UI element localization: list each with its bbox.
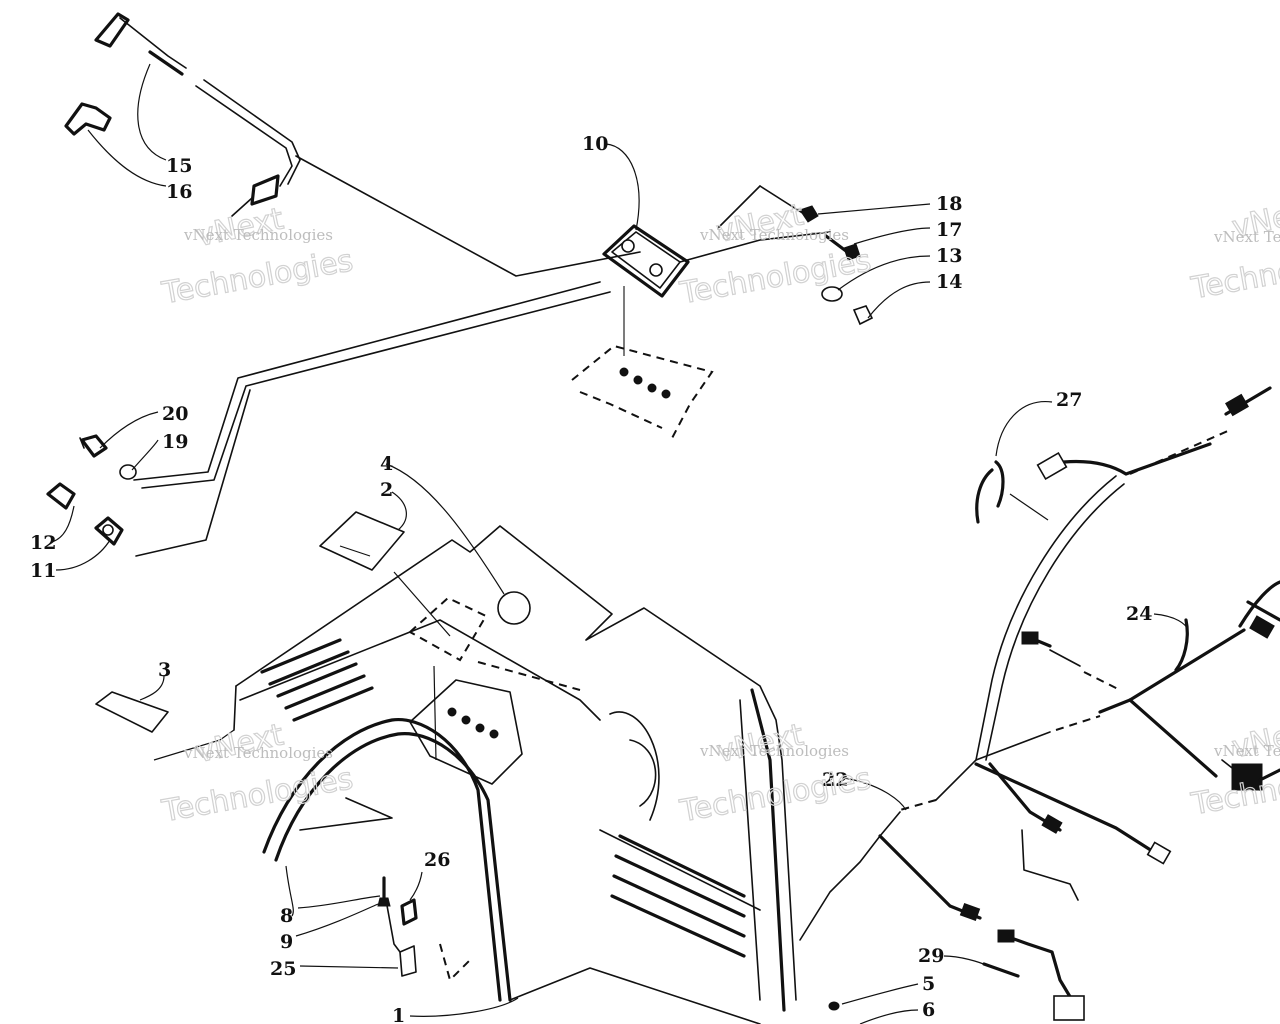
callout-1: 1 <box>392 1005 405 1024</box>
switch-group <box>46 411 159 571</box>
clip-26 <box>400 898 418 926</box>
svg-text:Technologies: Technologies <box>1188 238 1280 306</box>
callout-20: 20 <box>162 403 188 425</box>
callout-9: 9 <box>280 931 293 953</box>
callout-11: 11 <box>30 560 56 582</box>
callout-26: 26 <box>424 849 450 871</box>
svg-text:vNext Technologies: vNext Technologies <box>699 226 849 244</box>
hardware-group <box>717 185 931 326</box>
callout-3: 3 <box>158 659 171 681</box>
callout-numbers: 15 16 10 18 17 13 14 20 19 12 11 4 2 3 2… <box>30 133 1152 1024</box>
callout-14: 14 <box>936 271 962 293</box>
fastener-5 <box>828 1001 840 1011</box>
callout-6: 6 <box>922 999 935 1021</box>
callout-19: 19 <box>162 431 188 453</box>
svg-text:vNext Technologies: vNext Technologies <box>183 744 333 762</box>
switch-bracket <box>64 102 112 136</box>
callout-17: 17 <box>936 219 962 241</box>
callout-2: 2 <box>380 479 393 501</box>
svg-text:vNext Technologies: vNext Technologies <box>1213 228 1280 246</box>
watermark-5: vNext vNext Technologies Technologies <box>676 717 874 830</box>
svg-text:vNext Technologies: vNext Technologies <box>183 226 333 244</box>
watermark-3: vNext vNext Technologies Technologies <box>1188 192 1280 307</box>
svg-text:Technologies: Technologies <box>159 243 356 311</box>
emblem-4 <box>497 591 531 625</box>
callout-10: 10 <box>582 133 608 155</box>
mount-hardware <box>285 865 519 1017</box>
callout-18: 18 <box>936 193 962 215</box>
pigtail-27 <box>975 468 994 524</box>
decal-2 <box>319 511 405 571</box>
decal-3 <box>95 691 169 733</box>
callout-4: 4 <box>380 453 393 475</box>
svg-text:Technologies: Technologies <box>677 761 874 829</box>
cable-adjuster <box>250 174 280 206</box>
watermark-1: vNext vNext Technologies Technologies <box>158 201 356 312</box>
clip-25 <box>399 945 417 977</box>
svg-text:vNext Technologies: vNext Technologies <box>699 742 849 760</box>
callout-15: 15 <box>166 155 192 177</box>
svg-text:Technologies: Technologies <box>159 761 356 829</box>
windshield-trim-8 <box>262 717 502 1002</box>
callout-29: 29 <box>918 945 944 967</box>
switch-12 <box>46 482 76 510</box>
callout-8: 8 <box>280 905 293 927</box>
callout-13: 13 <box>936 245 962 267</box>
watermark-4: vNext vNext Technologies Technologies <box>158 717 356 830</box>
harness-24 <box>1174 618 1189 672</box>
callout-27: 27 <box>1056 389 1082 411</box>
nut-18 <box>799 205 819 223</box>
grommet-19 <box>119 464 137 480</box>
callout-16: 16 <box>166 181 192 203</box>
watermarks: vNext vNext Technologies Technologies vN… <box>158 192 1280 830</box>
callout-22: 22 <box>822 769 848 791</box>
locknut-14 <box>852 305 874 326</box>
wiring-harness <box>799 386 1280 1024</box>
throttle-cable-assembly <box>64 12 301 217</box>
svg-text:vNext Technologies: vNext Technologies <box>1213 742 1280 760</box>
callout-12: 12 <box>30 532 56 554</box>
svg-text:Technologies: Technologies <box>677 243 874 311</box>
key-switch-11 <box>94 516 124 546</box>
callout-24: 24 <box>1126 603 1152 625</box>
throttle-cable <box>195 85 293 187</box>
washer-13 <box>821 286 843 302</box>
hood-console <box>95 463 797 1024</box>
callout-5: 5 <box>922 973 935 995</box>
switch-20 <box>80 434 108 458</box>
throttle-lever <box>94 12 130 48</box>
main-cable-run <box>133 155 831 557</box>
steering-bracket <box>571 143 714 443</box>
callout-25: 25 <box>270 958 296 980</box>
screw-29 <box>982 962 1020 978</box>
